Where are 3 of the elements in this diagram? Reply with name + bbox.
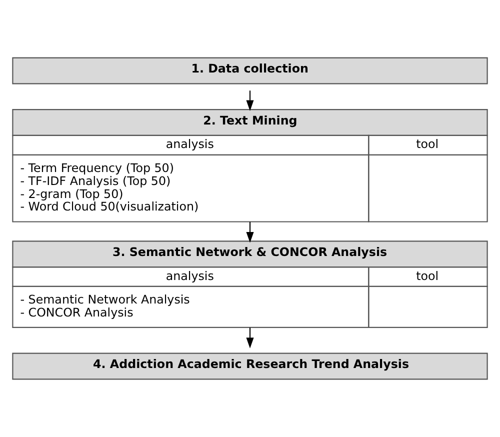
arrow <box>246 328 254 348</box>
arrow <box>246 90 254 111</box>
arrow <box>246 222 254 243</box>
